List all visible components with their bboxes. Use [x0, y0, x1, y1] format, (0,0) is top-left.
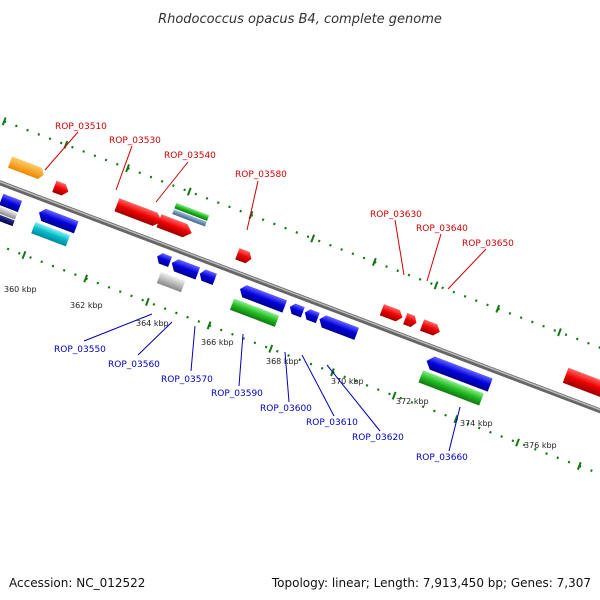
scale-label: 370 kbp [331, 377, 364, 386]
gene-grey-rop-03560[interactable] [156, 271, 186, 293]
gene-rop-03510[interactable] [52, 180, 70, 198]
upper-major-tick [125, 164, 130, 173]
gene-rop-03590[interactable] [238, 283, 288, 313]
scale-label: 374 kbp [460, 419, 493, 428]
upper-scale-track [0, 98, 600, 386]
gene-label-bottom[interactable]: ROP_03550 [54, 345, 106, 355]
gene-label-top[interactable]: ROP_03580 [235, 170, 287, 180]
gene-cyan[interactable] [31, 221, 71, 247]
gene-label-top[interactable]: ROP_03630 [370, 210, 422, 220]
gene-label-bottom[interactable]: ROP_03610 [306, 418, 358, 428]
gene-rop-03540[interactable] [156, 214, 194, 240]
lower-major-tick [515, 438, 520, 447]
gene-rop-03600[interactable] [288, 302, 305, 318]
upper-major-ticks [1, 117, 562, 337]
forward-strand-genes [7, 156, 600, 409]
gene-large-red[interactable] [562, 367, 600, 409]
gene-rop-03560[interactable] [169, 257, 201, 280]
lower-major-tick [576, 461, 582, 471]
gene-label-top[interactable]: ROP_03650 [462, 239, 514, 249]
lower-major-tick [453, 415, 459, 424]
upper-major-tick [557, 328, 562, 337]
reverse-gene-labels: ROP_03550 ROP_03560 ROP_03570 ROP_03590 … [54, 313, 468, 463]
gene-label-top[interactable]: ROP_03540 [164, 151, 216, 161]
scale-label: 360 kbp [4, 285, 37, 294]
gene-label-top[interactable]: ROP_03530 [109, 136, 161, 146]
gene-rop-03650[interactable] [419, 319, 442, 337]
rna-rop-03540-steel[interactable] [172, 209, 207, 227]
lower-major-tick [391, 391, 397, 400]
lower-major-tick [206, 321, 212, 330]
rna-rop-03540-green[interactable] [174, 202, 210, 221]
rna-rop-03660[interactable] [418, 370, 484, 406]
gene-navy-left[interactable] [0, 213, 15, 227]
genome-track [0, 98, 600, 496]
accession-text: Accession: NC_012522 [9, 576, 145, 590]
gene-label-bottom[interactable]: ROP_03560 [108, 360, 160, 370]
rna-rop-03590[interactable] [229, 298, 280, 327]
gene-rop-03610[interactable] [303, 308, 320, 324]
gene-rop-03580[interactable] [235, 248, 253, 265]
upper-major-tick [186, 187, 192, 196]
scale-label: 368 kbp [266, 357, 299, 366]
lower-major-tick [268, 344, 274, 353]
gene-label-bottom[interactable]: ROP_03600 [260, 404, 312, 414]
lower-major-tick [83, 274, 89, 283]
upper-major-tick [372, 257, 377, 267]
upper-major-tick [310, 234, 316, 243]
topology-text: Topology: linear; Length: 7,913,450 bp; … [271, 576, 591, 590]
forward-gene-labels: ROP_03510 ROP_03530 ROP_03540 ROP_03580 … [44, 122, 514, 290]
gene-rop-03550[interactable] [155, 252, 173, 268]
gene-blue-2[interactable] [37, 207, 79, 234]
scale-labels: 360 kbp 362 kbp 364 kbp 366 kbp 368 kbp … [4, 285, 557, 450]
scale-label: 376 kbp [524, 441, 557, 450]
gene-rop-03570[interactable] [198, 268, 217, 285]
lower-major-ticks [21, 250, 582, 471]
upper-major-tick [433, 281, 439, 290]
gene-label-bottom[interactable]: ROP_03570 [161, 375, 213, 385]
scale-label: 364 kbp [136, 319, 169, 328]
gene-label-bottom[interactable]: ROP_03590 [211, 389, 263, 399]
gene-blue-left[interactable] [0, 193, 23, 213]
gene-orange-forward[interactable] [7, 156, 46, 180]
gene-label-bottom[interactable]: ROP_03660 [416, 453, 468, 463]
upper-major-tick [1, 117, 7, 126]
map-title: Rhodococcus opacus B4, complete genome [158, 12, 442, 27]
reverse-strand-genes [0, 193, 493, 406]
scale-label: 362 kbp [70, 301, 103, 310]
gene-grey-left[interactable] [0, 205, 18, 220]
lower-scale-track [0, 209, 600, 496]
upper-major-tick [495, 304, 501, 313]
gene-rop-03630[interactable] [379, 304, 405, 323]
lower-major-tick [21, 250, 27, 260]
gene-rop-03640[interactable] [403, 312, 418, 328]
scale-label: 366 kbp [201, 338, 234, 347]
gene-label-top[interactable]: ROP_03640 [416, 224, 468, 234]
gene-label-top[interactable]: ROP_03510 [55, 122, 107, 132]
lower-major-tick [145, 297, 150, 307]
scale-label: 372 kbp [396, 397, 429, 406]
genome-axis [0, 152, 600, 442]
gene-rop-03530[interactable] [114, 198, 164, 228]
gene-rop-03660[interactable] [424, 354, 493, 392]
gene-label-bottom[interactable]: ROP_03620 [352, 433, 404, 443]
gene-rop-03620[interactable] [317, 314, 359, 340]
